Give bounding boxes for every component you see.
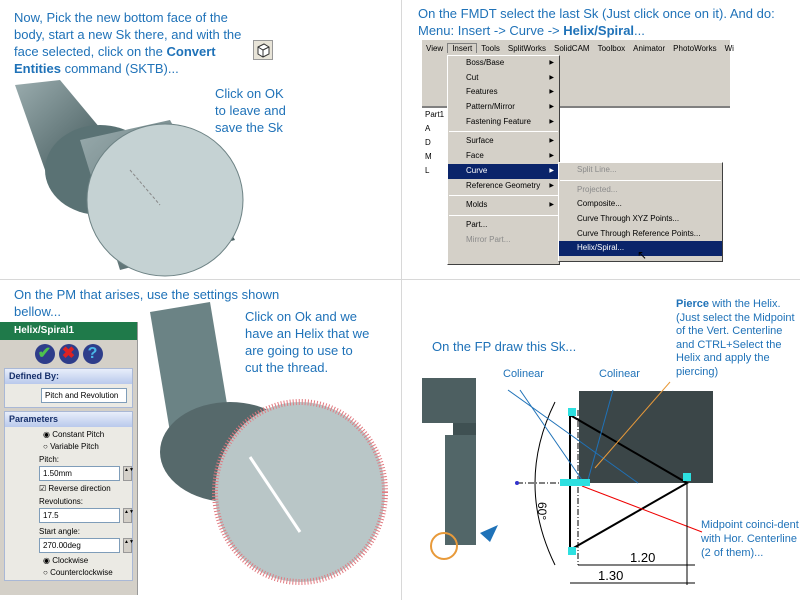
clockwise-radio[interactable]: ◉ Clockwise: [43, 556, 89, 565]
menu-splitworks[interactable]: SplitWorks: [507, 43, 546, 53]
pm-buttons: ✔ ✖ ?: [0, 344, 137, 364]
menu-item-boss-base[interactable]: Boss/Base▶: [466, 58, 554, 67]
tree-item[interactable]: D: [425, 138, 431, 147]
angle-dimension[interactable]: 60°: [535, 502, 549, 520]
start-angle-input[interactable]: 270.00deg: [39, 538, 120, 553]
menu-item-features[interactable]: Features▶: [466, 87, 554, 97]
mouse-cursor-icon: ↖: [637, 248, 648, 262]
variable-pitch-radio[interactable]: ○ Variable Pitch: [43, 442, 99, 451]
parameters-group: Parameters ◉ Constant Pitch ○ Variable P…: [4, 411, 134, 581]
tree-item[interactable]: A: [425, 124, 431, 133]
pitch-input[interactable]: 1.50mm: [39, 466, 120, 481]
dimension-1-30[interactable]: 1.30: [598, 568, 623, 583]
divider-horizontal: [0, 279, 800, 280]
menu-separator: [449, 131, 558, 133]
pitch-label: Pitch:: [39, 455, 60, 464]
q2-instruction: On the FMDT select the last Sk (Just cli…: [418, 6, 775, 38]
tree-item[interactable]: L: [425, 166, 430, 175]
divider-vertical: [401, 0, 402, 600]
cancel-button[interactable]: ✖: [58, 344, 79, 364]
menu-item-surface[interactable]: Surface▶: [466, 136, 554, 146]
reverse-direction-checkbox[interactable]: ☑ Reverse direction: [39, 484, 111, 493]
menu-toolbox[interactable]: Toolbox: [597, 43, 626, 53]
curve-submenu: Split Line... Projected... Composite... …: [558, 162, 723, 262]
menu-item-part[interactable]: Part...: [466, 219, 488, 229]
menu-separator: [560, 179, 721, 181]
counterclockwise-radio[interactable]: ○ Counterclockwise: [43, 568, 113, 577]
menu-bar: View Insert Tools SplitWorks SolidCAM To…: [422, 40, 734, 56]
part-3d-view-1: [15, 80, 244, 277]
colinear-label-1: Colinear: [503, 368, 544, 380]
insert-menu: Boss/Base▶ Cut▶ Features▶ Pattern/Mirror…: [447, 55, 560, 265]
q3-note: Click on Ok and we have an Helix that we…: [245, 309, 370, 375]
tree-item[interactable]: Part1: [425, 110, 445, 119]
tree-item[interactable]: M: [425, 152, 432, 161]
menu-animator[interactable]: Animator: [633, 43, 666, 53]
pierce-note: Pierce with the Helix. (Just select the …: [676, 298, 795, 378]
q3-instruction: On the PM that arises, use the settings …: [14, 287, 280, 319]
menu-window[interactable]: Wi: [724, 43, 734, 53]
constant-pitch-radio[interactable]: ◉ Constant Pitch: [43, 430, 105, 439]
defined-by-select[interactable]: Pitch and Revolution: [41, 388, 127, 403]
parameters-header[interactable]: Parameters: [5, 412, 132, 427]
dimension-1-20[interactable]: 1.20: [630, 550, 655, 565]
part-3d-view-helix: [150, 302, 388, 585]
q4-instruction: On the FP draw this Sk...: [432, 339, 577, 354]
midpoint-note: Midpoint coinci-dent with Hor. Centerlin…: [701, 519, 799, 559]
defined-by-header[interactable]: Defined By:: [5, 369, 132, 384]
menu-item-projected: Projected...: [577, 184, 618, 194]
q1-ok-note: Click on OK to leave and save the Sk: [215, 86, 286, 135]
property-manager: Helix/Spiral1 ✔ ✖ ? Defined By: Pitch an…: [0, 322, 138, 595]
menu-solidcam[interactable]: SolidCAM: [554, 43, 590, 53]
menu-item-split-line: Split Line...: [577, 165, 617, 174]
help-button[interactable]: ?: [82, 344, 103, 364]
menu-separator: [449, 214, 558, 216]
pitch-spinner[interactable]: ▲▼: [123, 466, 134, 481]
menu-item-curve-ref-points[interactable]: Curve Through Reference Points...: [577, 228, 701, 238]
menu-item-composite[interactable]: Composite...: [577, 199, 622, 209]
menu-item-molds[interactable]: Molds▶: [466, 200, 554, 210]
menu-separator: [449, 195, 558, 197]
menu-insert[interactable]: Insert: [447, 43, 478, 53]
menu-item-cut[interactable]: Cut▶: [466, 72, 554, 82]
revolutions-label: Revolutions:: [39, 497, 84, 506]
colinear-label-2: Colinear: [599, 368, 640, 380]
pm-title: Helix/Spiral1: [0, 322, 137, 340]
revolutions-spinner[interactable]: ▲▼: [123, 508, 134, 523]
convert-entities-icon: [253, 40, 273, 60]
menu-item-curve-xyz[interactable]: Curve Through XYZ Points...: [577, 214, 680, 224]
menu-item-reference-geometry[interactable]: Reference Geometry▶: [466, 180, 554, 190]
revolutions-input[interactable]: 17.5: [39, 508, 120, 523]
menu-item-fastening-feature[interactable]: Fastening Feature▶: [466, 116, 554, 126]
q1-instruction: Now, Pick the new bottom face of the bod…: [14, 10, 242, 76]
ok-button[interactable]: ✔: [34, 344, 55, 364]
menu-tools[interactable]: Tools: [481, 43, 500, 53]
sketch-view: 60° 1.20 1.30: [422, 378, 713, 585]
defined-by-group: Defined By: Pitch and Revolution: [4, 368, 133, 408]
menu-item-curve[interactable]: Curve▶: [448, 163, 559, 179]
menu-item-mirror-part: Mirror Part...: [466, 234, 511, 244]
menu-item-pattern-mirror[interactable]: Pattern/Mirror▶: [466, 102, 554, 112]
menu-photoworks[interactable]: PhotoWorks: [673, 43, 717, 53]
start-angle-spinner[interactable]: ▲▼: [123, 538, 134, 553]
menu-item-helix-spiral[interactable]: Helix/Spiral...: [559, 241, 722, 257]
menu-view[interactable]: View: [426, 43, 444, 53]
start-angle-label: Start angle:: [39, 527, 80, 536]
menu-item-face[interactable]: Face▶: [466, 151, 554, 161]
